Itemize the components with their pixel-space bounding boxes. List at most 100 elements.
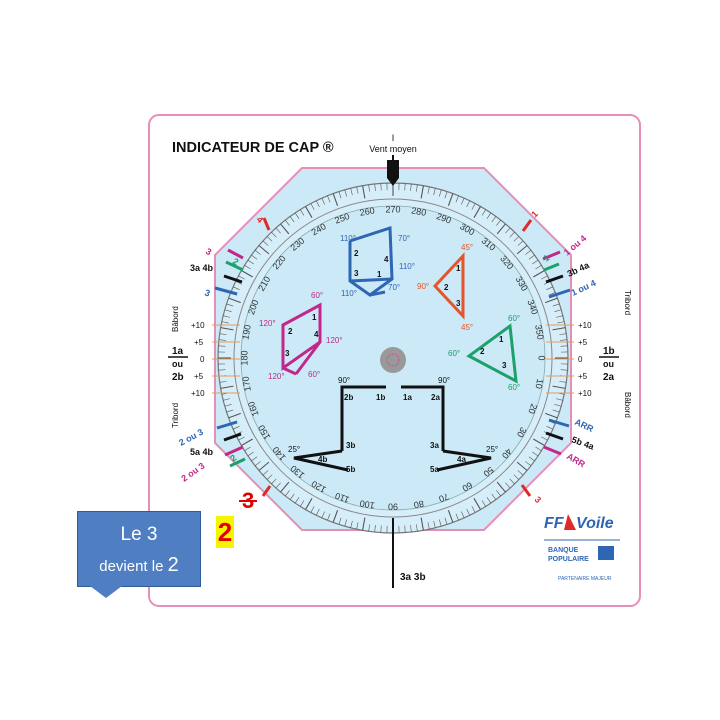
svg-text:5b: 5b	[346, 465, 355, 474]
compass-tick	[218, 339, 226, 341]
compass-tick	[420, 517, 424, 531]
green-figure: 1 2 3 60° 60° 60°	[448, 314, 520, 392]
compass-tick	[368, 524, 370, 532]
svg-text:60°: 60°	[311, 291, 323, 300]
left-tick-p5-bottom: +5	[194, 372, 204, 381]
compass-tick	[344, 189, 347, 197]
compass-tick	[247, 259, 254, 265]
svg-text:120°: 120°	[259, 319, 276, 328]
compass-degree-label: 200	[246, 298, 261, 316]
left-label-mid: ou	[172, 359, 183, 369]
compass-tick	[533, 270, 545, 278]
compass-degree-label: 280	[411, 205, 428, 217]
compass-tick	[226, 409, 234, 413]
compass-tick	[552, 303, 560, 307]
svg-text:2: 2	[444, 283, 449, 292]
svg-text:1: 1	[499, 335, 504, 344]
compass-degree-label: 110	[334, 491, 351, 505]
compass-tick	[433, 520, 436, 528]
compass-tick	[285, 490, 290, 497]
compass-tick	[233, 426, 240, 430]
rim-label-tr-green: 1	[541, 253, 551, 264]
svg-text:60°: 60°	[508, 383, 520, 392]
compass-ticks	[218, 183, 568, 533]
left-scale: +10 +5 0 +5 +10 Bâbord Tribord 1a ou 2b	[168, 306, 240, 428]
compass-tick	[481, 209, 486, 216]
compass-tick	[491, 216, 497, 223]
struck-three-label: 3	[238, 488, 258, 513]
compass-tick	[220, 327, 234, 331]
compass-tick	[271, 478, 277, 485]
compass-tick	[455, 513, 459, 521]
svg-text:25°: 25°	[486, 445, 498, 454]
rim-label-tl-3a4b: 3a 4b	[190, 263, 214, 273]
svg-text:70°: 70°	[388, 283, 400, 292]
compass-tick	[532, 451, 539, 457]
right-tick-p10-bottom: +10	[578, 389, 592, 398]
compass-tick	[535, 446, 542, 451]
compass-degree-label: 260	[359, 205, 376, 217]
compass-tick	[350, 520, 353, 528]
compass-degree-label: 80	[413, 499, 425, 511]
compass-tick	[356, 186, 359, 194]
compass-tick	[226, 303, 234, 307]
compass-tick	[275, 482, 281, 489]
compass-tick	[224, 309, 232, 312]
compass-degree-label: 160	[246, 400, 261, 418]
compass-tick	[461, 198, 465, 205]
compass-tick	[251, 254, 258, 260]
left-tribord: Tribord	[171, 403, 180, 428]
compass-tick	[439, 519, 442, 527]
compass-tick	[332, 510, 339, 523]
compass-tick	[444, 517, 448, 525]
svg-text:2: 2	[354, 249, 359, 258]
svg-text:110°: 110°	[340, 234, 356, 243]
compass-tick	[557, 321, 565, 324]
left-tick-p5-top: +5	[194, 338, 204, 347]
compass-tick	[410, 525, 412, 533]
compass-tick	[410, 183, 412, 191]
rim-label-bl-5a4b: 5a 4b	[190, 447, 214, 457]
compass-tick	[541, 436, 548, 441]
compass-degree-label: 20	[526, 402, 539, 415]
callout-line2-prefix: devient le	[99, 558, 164, 575]
right-label-bottom: 2a	[603, 372, 615, 383]
compass-tick	[545, 297, 558, 304]
compass-tick	[289, 493, 295, 500]
compass-tick	[294, 497, 300, 504]
compass-tick	[285, 219, 290, 226]
magenta-figure: 1 2 4 3 60° 120° 120° 120° 60°	[259, 291, 343, 381]
compass-tick	[219, 333, 227, 335]
compass-degree-label: 30	[515, 425, 529, 439]
compass-tick	[555, 398, 563, 401]
svg-text:FF: FF	[544, 515, 565, 532]
compass-tick	[559, 381, 567, 383]
compass-tick	[416, 184, 418, 192]
compass-tick	[244, 265, 251, 270]
rim-markers	[214, 217, 571, 497]
compass-tick	[466, 200, 470, 208]
compass-tick	[266, 474, 273, 480]
compass-tick	[427, 186, 430, 194]
compass-tick	[223, 315, 231, 318]
black-figures: 2b 1b 1a 2a 3b 3a 4b 4a 5b 5a 90° 90° 25…	[288, 376, 498, 474]
compass-tick	[447, 193, 454, 206]
right-label-top: 1b	[603, 346, 615, 357]
compass-tick	[559, 333, 567, 335]
compass-tick	[533, 438, 545, 446]
compass-degree-label: 10	[534, 378, 546, 390]
svg-text:4: 4	[314, 330, 319, 339]
compass-tick	[427, 522, 430, 530]
compass-tick	[528, 456, 535, 462]
svg-text:PARTENAIRE MAJEUR: PARTENAIRE MAJEUR	[558, 576, 612, 582]
compass-tick	[275, 227, 281, 234]
svg-text:1a: 1a	[403, 393, 412, 402]
svg-text:3a: 3a	[430, 441, 439, 450]
rim-label-tl-3: 3	[204, 246, 213, 257]
compass-tick	[241, 438, 253, 446]
right-scale: +10 +5 0 +5 +10 Tribord Bâbord 1b ou 2a	[546, 290, 632, 418]
compass-inner-ring-line	[233, 198, 553, 518]
center-hub	[380, 347, 406, 373]
svg-text:3: 3	[456, 299, 461, 308]
highlighted-two-label: 2	[216, 516, 234, 548]
